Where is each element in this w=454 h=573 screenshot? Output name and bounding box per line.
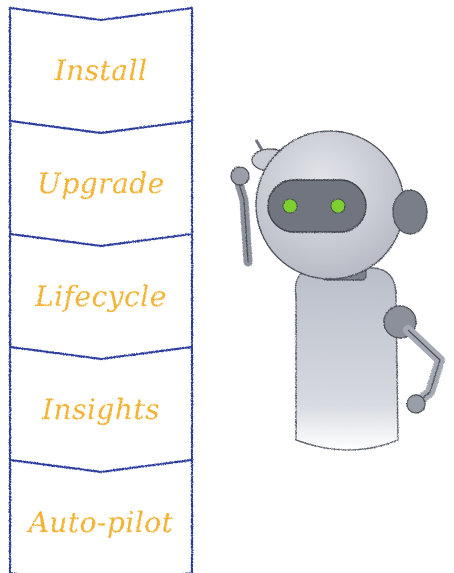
stage-label: Lifecycle [34, 280, 167, 313]
stage-chevron [9, 459, 193, 573]
robot-visor [267, 179, 367, 233]
robot-right-hand [406, 394, 426, 414]
robot-raised-arm [233, 175, 253, 267]
stage-label: Auto-pilot [26, 506, 174, 539]
robot-right-eye [330, 198, 346, 214]
stage-label: Insights [41, 393, 160, 426]
stage-label: Install [54, 54, 148, 87]
stage-chevron-stack: InstallUpgradeLifecycleInsightsAuto-pilo… [9, 7, 193, 573]
robot-body [294, 267, 399, 451]
stage-label: Upgrade [37, 167, 165, 200]
robot-right-arm [403, 325, 445, 407]
robot-left-eye [282, 198, 298, 214]
robot-mascot-icon [230, 130, 445, 451]
robot-ear [392, 189, 428, 235]
robot-raised-hand [230, 166, 250, 186]
